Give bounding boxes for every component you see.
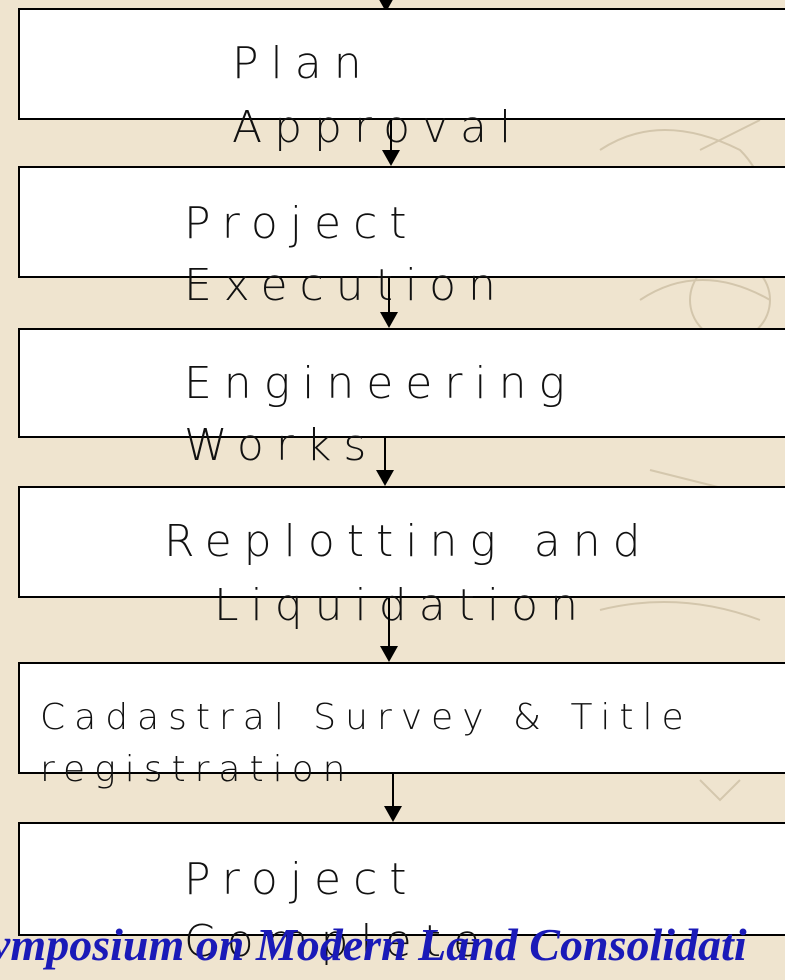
step-box-replotting-liquidation <box>18 486 785 598</box>
step-label-line2: Works <box>184 420 379 471</box>
step-label-line1: Project <box>184 198 419 249</box>
step-label-line1: Plan <box>232 38 374 89</box>
flow-arrow-4 <box>380 598 398 662</box>
step-label-line2: Execution <box>184 260 508 311</box>
step-box-project-complete <box>18 822 785 936</box>
step-label-line2: Complete <box>184 916 493 967</box>
step-label-line1: Replotting and <box>164 516 653 567</box>
flow-arrow-5 <box>384 774 402 822</box>
flow-arrow-3 <box>376 438 394 486</box>
step-label-line1: Project <box>184 854 419 905</box>
step-box-engineering-works <box>18 328 785 438</box>
footer-title: ymposium on Modern Land Consolidati <box>0 919 747 970</box>
flow-arrow-2 <box>380 278 398 328</box>
step-label-line2: registration <box>40 749 355 790</box>
flow-arrow-1 <box>382 120 400 166</box>
step-box-project-execution <box>18 166 785 278</box>
step-label-line2: Liquidation <box>214 580 590 631</box>
step-label-line1: Cadastral Survey & Title <box>40 697 693 738</box>
step-box-plan-approval <box>18 8 785 120</box>
step-label-line2: Approval <box>232 102 524 153</box>
step-box-cadastral-survey <box>18 662 785 774</box>
step-label-line1: Engineering <box>184 358 577 409</box>
